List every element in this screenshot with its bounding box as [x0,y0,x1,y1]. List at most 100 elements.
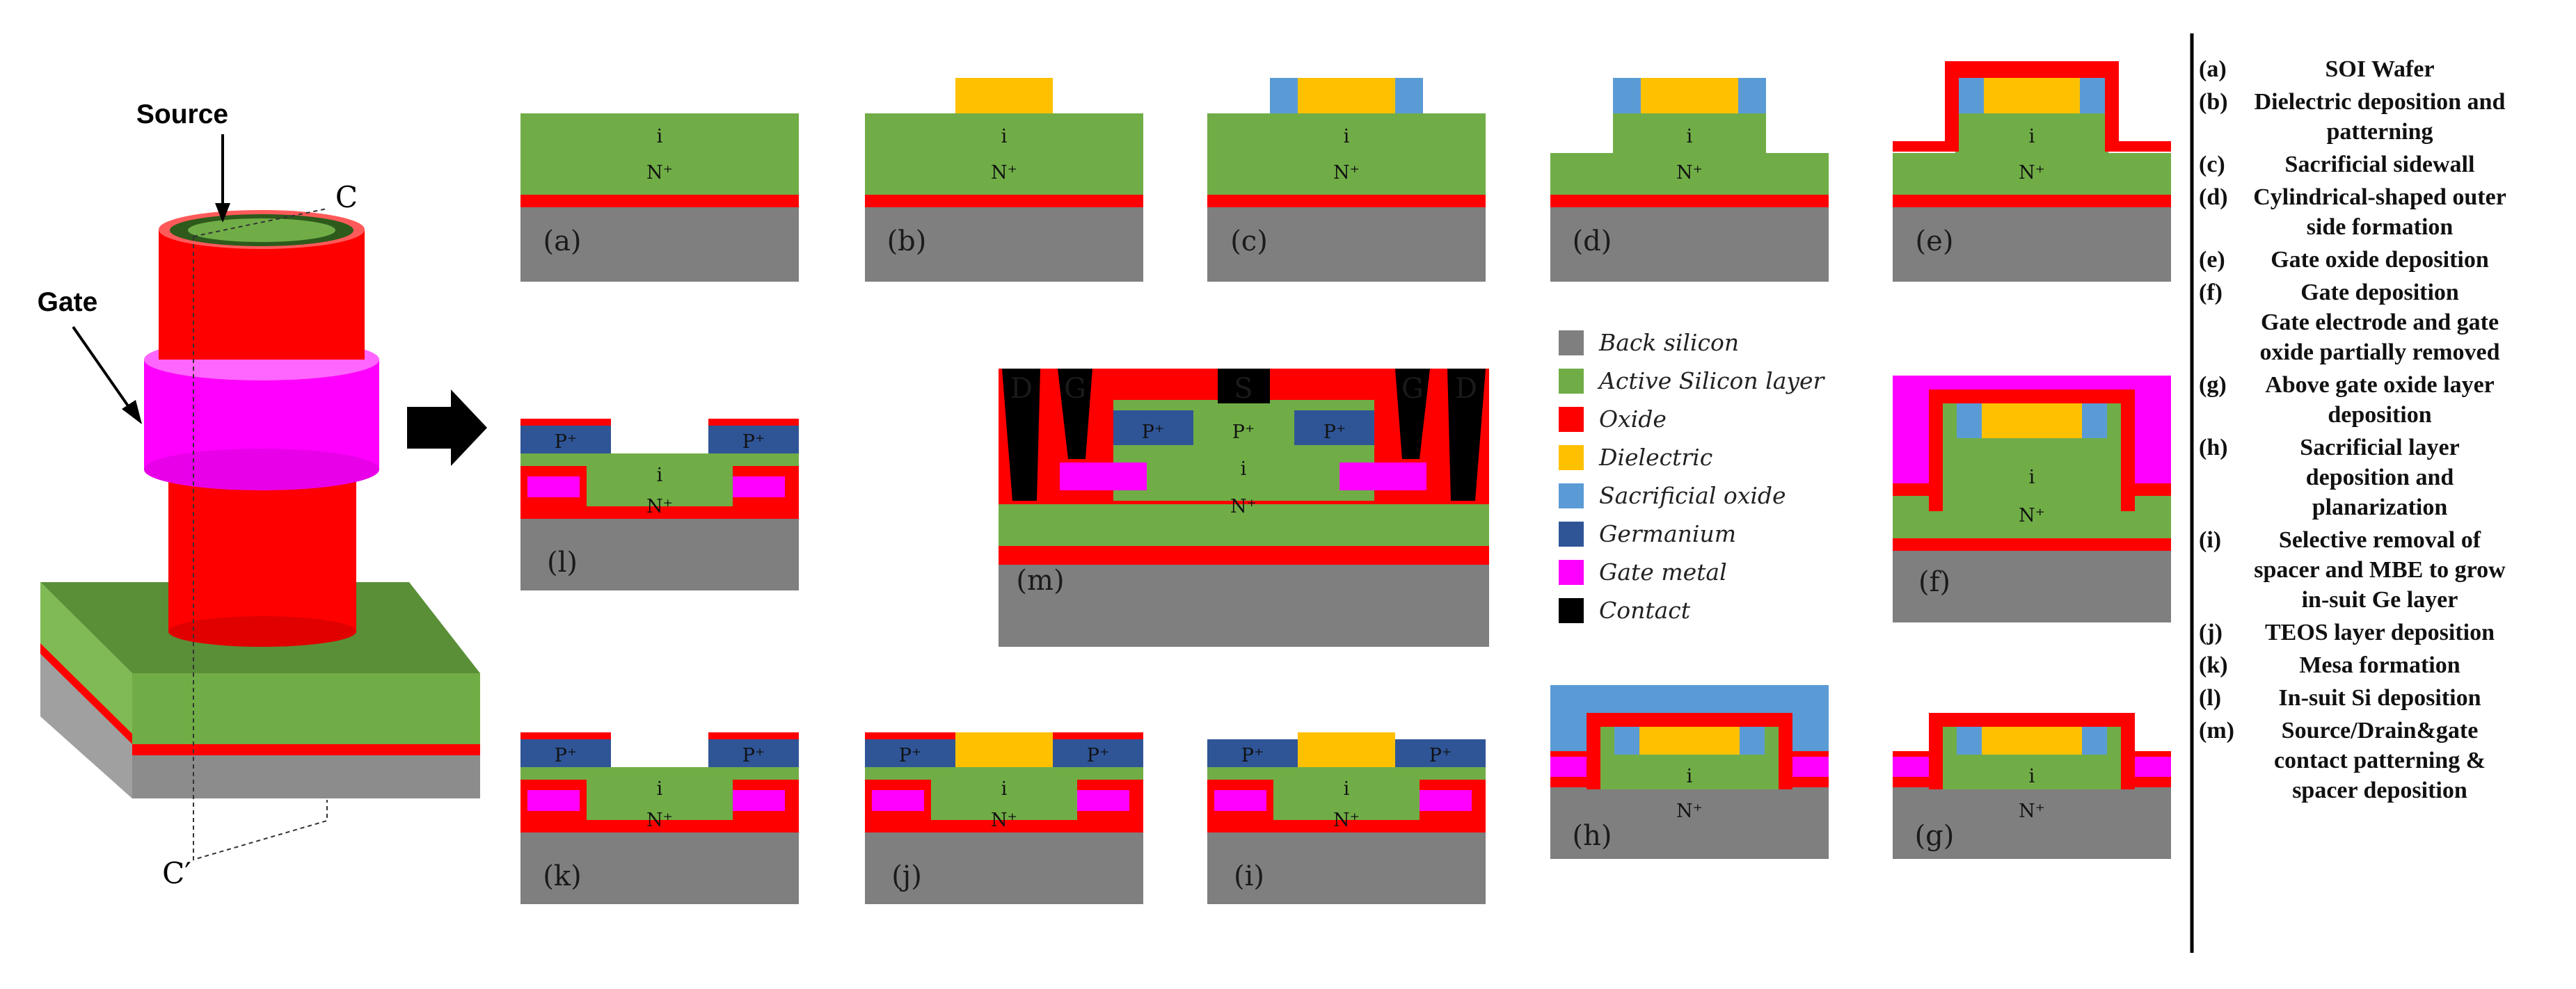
step-key-2: (c) [2199,152,2225,177]
step-text-8-1: spacer and MBE to grow [2254,557,2506,583]
region-n-plus: N⁺ [2019,162,2045,184]
p-plus-center: P⁺ [1232,421,1255,443]
germanium-right [1053,739,1143,767]
germanium-right [1395,739,1486,767]
step-text-1-0: Dielectric deposition and [2255,89,2506,115]
label-s: S [1234,373,1253,405]
step-key-3: (d) [2199,184,2228,210]
germanium-left [1207,739,1298,767]
spacer-left [1957,727,1982,755]
step-key-12: (m) [2199,718,2234,743]
p-plus-left: P⁺ [1241,745,1264,766]
dielectric [1982,727,2082,755]
legend-label-active_silicon: Active Silicon layer [1597,367,1826,394]
region-i: i [1241,458,1247,480]
gate-label: Gate [38,287,98,317]
p-plus-right: P⁺ [742,745,765,766]
spacer-left [1614,727,1639,755]
active-silicon-pillar [1959,113,2105,152]
back-silicon [999,565,1489,647]
step-text-8-0: Selective removal of [2279,527,2481,553]
p-plus-left: P⁺ [1142,421,1164,443]
step-key-8: (i) [2199,527,2221,553]
dielectric [1982,403,2082,438]
pillar-upper [159,230,365,360]
step-text-8-2: in-suit Ge layer [2302,587,2458,613]
step-text-2-0: Sacrificial sidewall [2285,152,2475,177]
legend-swatch-germanium [1559,522,1584,547]
panel-b: iN⁺(b) [865,78,1143,282]
cut-label-c: C [335,180,358,214]
buried-oxide [520,506,799,519]
gate-arrow-head [122,400,142,424]
step-text-7-0: Sacrificial layer [2300,435,2459,460]
spacer-right [2082,727,2107,755]
teos-right [708,732,799,739]
p-plus-left: P⁺ [899,745,921,766]
region-n-plus: N⁺ [1333,162,1360,184]
active-silicon-base [1550,153,1829,195]
region-n-plus: N⁺ [1230,496,1257,517]
step-key-4: (e) [2199,247,2225,273]
label-d-left: D [1010,373,1033,405]
step-key-1: (b) [2199,89,2228,115]
substrate-front-silicon [132,673,480,744]
step-text-3-1: side formation [2307,214,2454,240]
panel-l: P⁺P⁺iN⁺(l) [520,419,799,590]
buried-oxide [520,195,799,207]
label-d-right: D [1455,373,1477,405]
spacer-right [1740,727,1765,755]
region-n-plus: N⁺ [1676,801,1703,822]
legend-swatch-oxide [1559,407,1584,432]
region-n-plus: N⁺ [991,162,1017,184]
step-text-3-0: Cylindrical-shaped outer [2253,184,2506,210]
buried-oxide [1893,195,2171,207]
active-silicon-base [1893,153,2171,195]
legend-label-gate_metal: Gate metal [1599,558,1727,586]
back-silicon [1893,551,2171,622]
panel-a: iN⁺(a) [520,113,799,282]
back-silicon [865,207,1143,282]
region-n-plus: N⁺ [1333,810,1360,831]
buried-oxide [520,820,799,833]
region-i: i [1344,778,1350,800]
active-silicon [999,501,1489,546]
region-i: i [657,778,663,800]
back-silicon [520,833,799,904]
spacer-right [1738,78,1766,113]
gate-metal [1214,790,1266,811]
p-plus-right: P⁺ [1323,421,1346,443]
step-text-12-0: Source/Drain&gate [2282,718,2479,743]
step-text-9-0: TEOS layer deposition [2265,620,2495,645]
gate-metal-right [1339,463,1426,490]
contact-source [1218,369,1270,403]
gate-ring-bottom [144,449,379,490]
back-silicon [520,519,799,590]
legend-label-germanium: Germanium [1599,520,1736,547]
legend-label-dielectric: Dielectric [1598,444,1712,471]
step-text-5-0: Gate deposition [2300,280,2459,305]
back-silicon [1207,833,1486,904]
legend-swatch-gate_metal [1559,560,1584,585]
step-key-10: (k) [2199,652,2228,678]
back-silicon [865,833,1143,904]
gate-metal-right [1787,757,1829,777]
back-silicon [1893,207,2171,282]
region-n-plus: N⁺ [646,496,673,517]
legend-label-sacrificial_oxide: Sacrificial oxide [1599,482,1786,509]
legend-swatch-dielectric [1559,445,1584,470]
panel-label-h: (h) [1573,820,1612,852]
panel-c: iN⁺(c) [1207,78,1486,282]
gate-metal [527,476,580,497]
step-text-1-1: patterning [2327,119,2433,145]
spacer-left [1957,403,1982,438]
step-text-6-0: Above gate oxide layer [2265,372,2495,398]
region-n-plus: N⁺ [991,810,1017,831]
panel-label-j: (j) [891,860,922,892]
gate-metal-right [2129,757,2171,777]
back-silicon [1893,787,2171,859]
teos-right [708,419,799,426]
legend-swatch-active_silicon [1559,369,1584,394]
